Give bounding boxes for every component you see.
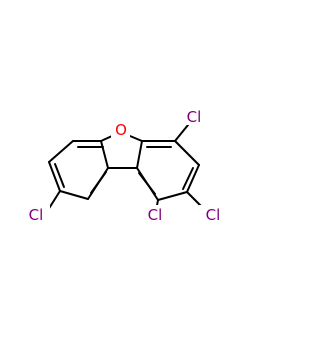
bond-c9a-c9b [100, 140, 109, 169]
right-benzene-ring [136, 124, 202, 212]
bond-c2-cl2 [186, 191, 202, 207]
left-benzene-ring [47, 140, 109, 211]
bond-c2-c1 [157, 191, 188, 201]
chlorine-atom-label-2: Cl [206, 206, 221, 224]
bond-c4-cl4 [174, 124, 189, 142]
cl2-label-bg [199, 205, 227, 223]
bond-c6-c9b-inner [90, 171, 107, 194]
cl1-label-bg [141, 205, 169, 223]
bond-c4-c3 [174, 140, 200, 166]
bond-o-c9a [100, 135, 113, 142]
chlorine-atom-label-8: Cl [29, 206, 44, 224]
bond-c8-c7-inner [54, 163, 65, 188]
bond-c1-c4a-inner [138, 172, 156, 195]
cl8-label-bg [22, 205, 50, 223]
bond-c8-c7 [48, 161, 61, 192]
structure-canvas: O Cl Cl Cl Cl [22, 107, 227, 224]
furan-ring [100, 135, 143, 169]
oxygen-label-bg [111, 120, 130, 138]
chlorine-atom-label-4: Cl [187, 108, 202, 126]
cl4-label-bg [180, 107, 208, 125]
bond-c5a-c4a [136, 140, 143, 169]
bond-c9-c8 [48, 140, 74, 163]
bond-o-c5a [129, 135, 143, 142]
bond-c3-c2-inner [182, 167, 194, 190]
bond-c3-c2 [186, 164, 200, 193]
molecule-diagram: O Cl Cl Cl Cl [22, 107, 227, 224]
bond-c7-c6 [59, 190, 89, 200]
chlorine-atom-label-1: Cl [148, 206, 163, 224]
oxygen-atom-label: O [115, 121, 127, 139]
atom-labels: O Cl Cl Cl Cl [22, 107, 227, 224]
